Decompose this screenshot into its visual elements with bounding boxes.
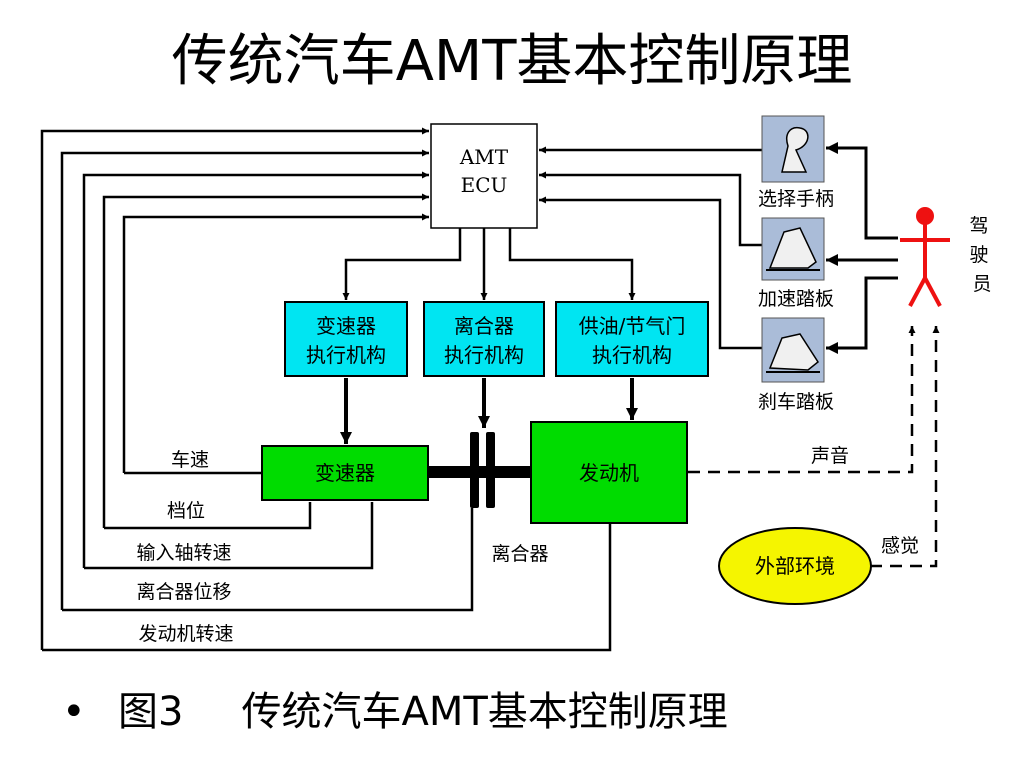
actuator-output-arrows	[340, 378, 638, 444]
transmission-box: 变速器	[261, 445, 429, 501]
caption-bullet: •	[62, 689, 86, 735]
signal-label-3: 离合器位移	[136, 581, 231, 603]
gear-lever-icon	[761, 115, 825, 183]
environment-ellipse: 外部环境	[718, 527, 872, 605]
ecu-label-line1: AMT	[459, 145, 509, 169]
signal-label-2: 输入轴转速	[136, 542, 231, 564]
clutch-label: 离合器	[491, 543, 548, 565]
caption-text: 传统汽车AMT基本控制原理	[241, 689, 728, 735]
engine-box: 发动机	[530, 421, 688, 524]
actuator-clutch-line2: 执行机构	[444, 343, 524, 367]
driver-label-char-2: 员	[972, 273, 991, 295]
feeling-label: 感觉	[881, 535, 919, 557]
actuator-fuel-line2: 执行机构	[592, 343, 672, 367]
transmission-label: 变速器	[315, 461, 375, 485]
driver-label-char-1: 驶	[969, 244, 988, 266]
ecu-box: AMT ECU	[430, 123, 538, 229]
signal-label-0: 车速	[171, 449, 209, 471]
accelerator-pedal-icon	[761, 217, 825, 281]
caption-figure-number: 图3	[118, 689, 184, 735]
brake-pedal-icon	[761, 317, 825, 383]
driver-control-lines	[826, 142, 898, 354]
driver-label: 驾 驶 员	[969, 215, 994, 295]
signal-label-4: 发动机转速	[138, 623, 233, 645]
ecu-label-line2: ECU	[461, 173, 508, 197]
driver-input-label-2: 刹车踏板	[758, 391, 834, 413]
actuator-clutch-line1: 离合器	[454, 314, 514, 338]
ecu-actuator-lines	[342, 228, 636, 300]
driver-input-label-1: 加速踏板	[758, 288, 834, 310]
page-title: 传统汽车AMT基本控制原理	[171, 29, 853, 94]
sound-label: 声音	[811, 445, 849, 467]
actuator-transmission-line2: 执行机构	[306, 343, 386, 367]
figure-caption: • 图3 传统汽车AMT基本控制原理	[62, 682, 728, 742]
actuator-clutch: 离合器 执行机构	[423, 301, 545, 377]
actuator-transmission-line1: 变速器	[316, 314, 376, 338]
actuator-transmission: 变速器 执行机构	[284, 301, 408, 377]
driver-label-char-0: 驾	[969, 215, 988, 237]
clutch-assembly	[428, 432, 532, 508]
environment-label: 外部环境	[755, 554, 835, 578]
actuator-fuel: 供油/节气门 执行机构	[555, 301, 709, 377]
actuator-fuel-line1: 供油/节气门	[579, 314, 686, 338]
signal-label-1: 档位	[167, 500, 205, 522]
engine-label: 发动机	[579, 461, 639, 485]
driver-figure-icon	[900, 207, 950, 307]
perception-lines	[688, 326, 940, 568]
feedback-lines	[40, 127, 612, 652]
driver-input-label-0: 选择手柄	[758, 188, 834, 210]
driver-input-lines	[539, 146, 762, 350]
